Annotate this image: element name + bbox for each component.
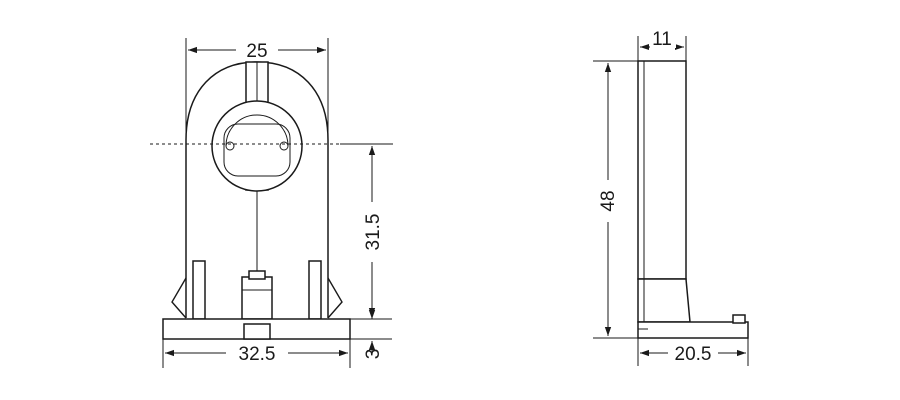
dim-side-base-width: 20.5 bbox=[675, 344, 712, 365]
dim-side-top-width: 11 bbox=[652, 29, 672, 50]
front-view: 25 31.5 32.5 3 bbox=[150, 38, 395, 368]
front-clip-left bbox=[192, 260, 206, 320]
dim-side-top-bg bbox=[650, 30, 676, 48]
dim-arrow-side-top-left bbox=[640, 44, 649, 50]
dim-arrow-side-top-right bbox=[675, 44, 684, 50]
side-base-tab bbox=[732, 314, 746, 324]
front-socket-inner-arc bbox=[225, 114, 289, 147]
front-contact-tab bbox=[248, 270, 266, 280]
side-base-foot bbox=[637, 321, 749, 339]
front-socket-outer bbox=[211, 100, 303, 192]
front-pin-hole-left bbox=[225, 141, 235, 151]
side-lower-body bbox=[637, 278, 691, 323]
dim-front-base-width: 32.5 bbox=[239, 344, 276, 365]
front-base-notch bbox=[243, 323, 271, 340]
front-pin-hole-right bbox=[279, 141, 289, 151]
dim-front-base-height: 3 bbox=[363, 349, 384, 360]
front-socket-recess bbox=[223, 123, 291, 177]
side-body bbox=[637, 60, 687, 280]
dim-front-top-width: 25 bbox=[246, 41, 267, 62]
front-clip-right-wing bbox=[327, 277, 343, 319]
side-view: 11 48 20.5 bbox=[593, 29, 749, 366]
front-contact-block bbox=[241, 276, 273, 320]
front-clip-left-wing bbox=[171, 277, 187, 319]
dim-front-height-to-center: 31.5 bbox=[363, 214, 384, 251]
dim-side-height: 48 bbox=[598, 190, 619, 211]
front-clip-right bbox=[308, 260, 322, 320]
